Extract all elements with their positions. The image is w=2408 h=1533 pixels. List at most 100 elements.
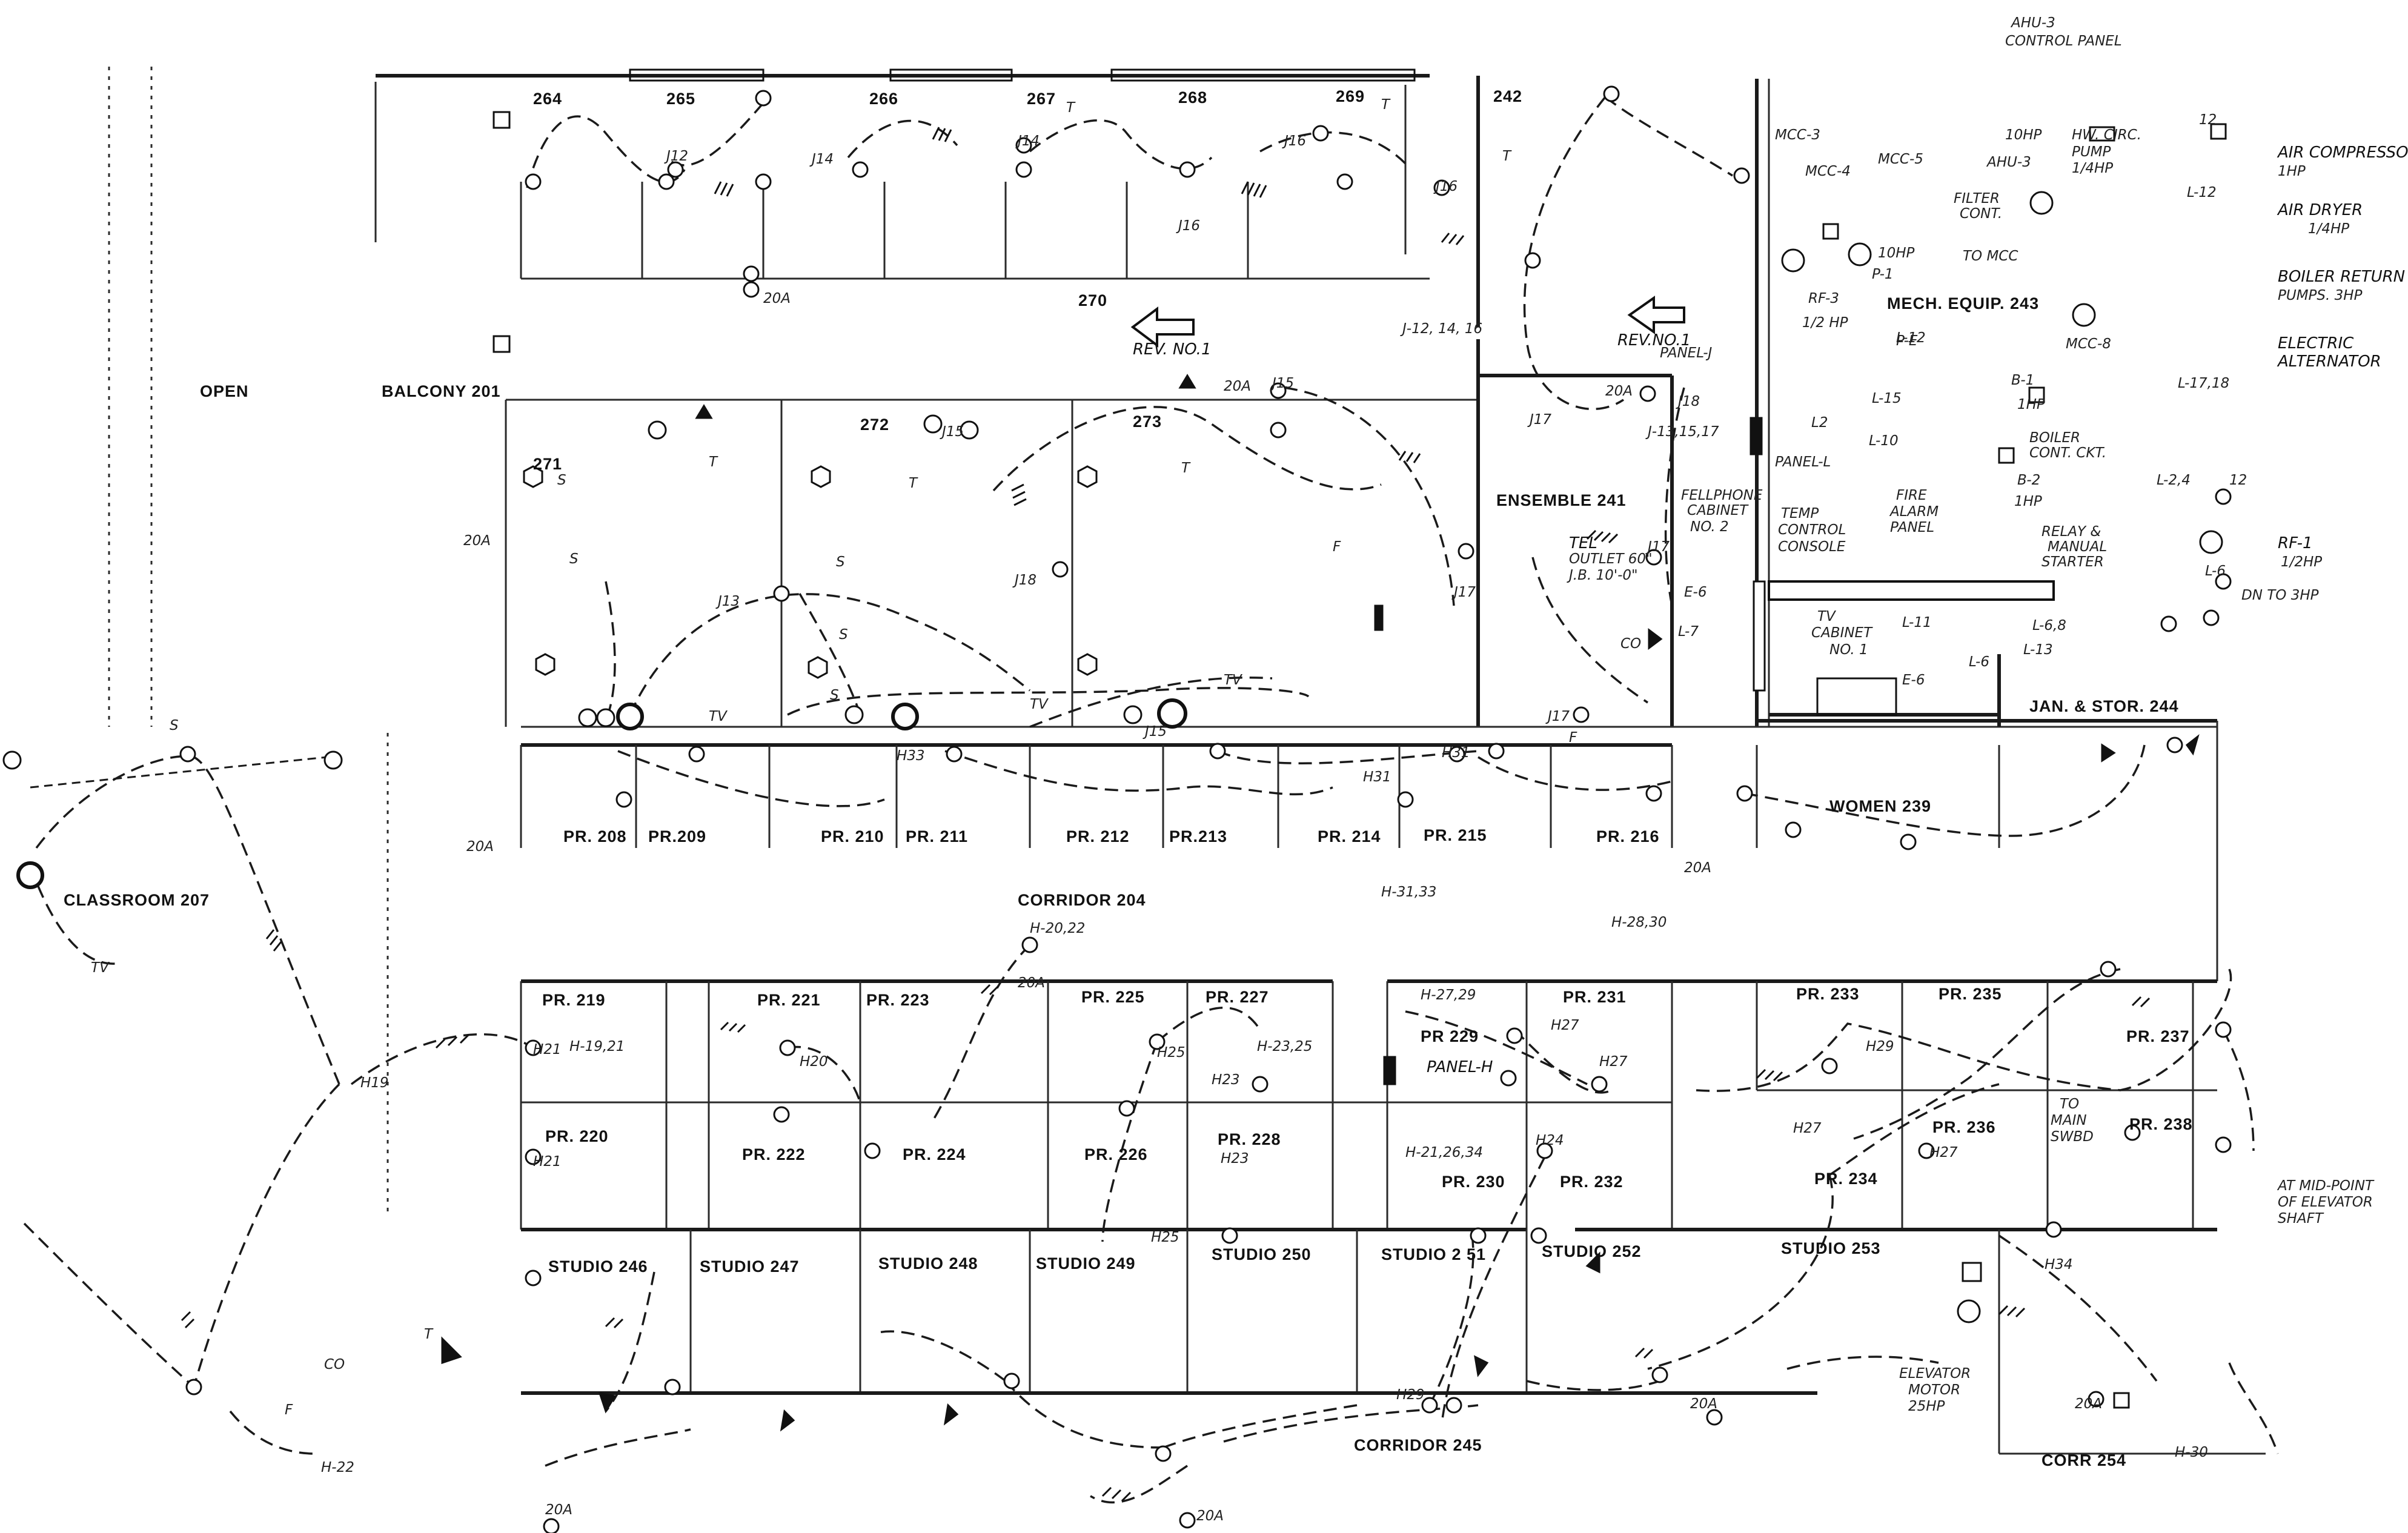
note-fellphone2: CABINET [1687,503,1749,518]
circuit-label: 10HP [1878,245,1915,261]
circuit-label: J12 [664,148,688,164]
circuit-label: H29 [1396,1387,1425,1403]
circuit-label: 1HP [2017,397,2045,412]
note-elevator1: AT MID-POINT [2277,1178,2375,1194]
circuit-label: L-2,4 [2157,472,2191,488]
room-264: 264 [533,90,562,108]
circuit-label: H21 [533,1042,562,1058]
note-rf1: RF-1 [2278,534,2313,552]
circuit-label: L-11 [1902,615,1932,631]
room-studio-253: STUDIO 253 [1781,1239,1881,1257]
circuit-label: S [839,627,848,643]
note-panel-j: PANEL-J [1660,345,1713,361]
circuit-label: B-2 [2017,472,2040,488]
room-corridor-204: CORRIDOR 204 [1018,891,1146,909]
note-relay2: MANUAL [2048,539,2107,555]
circuit-label: J13 [715,594,740,609]
room-open: OPEN [200,382,249,400]
room-pr214: PR. 214 [1318,827,1381,846]
circuit-label: AHU-3 [1986,154,2031,170]
circuit-label: TV [709,709,728,724]
circuit-label: T [909,475,918,491]
room-pr215: PR. 215 [1424,826,1487,844]
room-265: 265 [666,90,695,108]
circuit-label: E-6 [1902,672,1925,688]
devices [2,85,2232,1533]
note-boiler-return-hp: PUMPS. 3HP [2278,288,2363,303]
circuit-label: RF-3 [1808,291,1839,306]
smoke-detector-icon [523,465,1098,679]
room-270: 270 [1078,291,1107,310]
circuit-label: P-1 [1872,267,1894,282]
circuit-label: J17 [1545,709,1570,724]
room-pr236: PR. 236 [1932,1118,1996,1136]
room-pr233: PR. 233 [1796,985,1860,1003]
circuit-label: H31 [1442,745,1470,761]
room-studio-248: STUDIO 248 [878,1254,978,1273]
note-relay1: RELAY & [2041,524,2101,540]
circuit-label: T [1181,460,1191,476]
annotations: AHU-3 CONTROL PANEL AIR COMPRESSOR 1HP A… [321,15,2408,1475]
room-pr226: PR. 226 [1084,1145,1148,1164]
note-hw-hp: 1/4HP [2072,161,2113,176]
circuit-label: 1HP [2014,494,2042,509]
room-studio-249: STUDIO 249 [1036,1254,1136,1273]
circuit-label: TV [91,960,110,976]
room-267: 267 [1027,90,1056,108]
note-panel-l: PANEL-L [1775,454,1831,470]
room-pr210: PR. 210 [821,827,884,846]
circuit-label: H23 [1221,1151,1249,1167]
circuit-label: TO MCC [1963,248,2018,264]
circuit-label: 20A [463,533,491,549]
note-to-main2: MAIN [2051,1113,2087,1128]
note-fire3: PANEL [1890,520,1934,535]
note-elev-motor2: MOTOR [1908,1382,1960,1398]
circuit-label: MCC-5 [1878,151,1923,167]
circuit-label: 20A [466,839,494,855]
circuit-label: 1/2 HP [1802,315,1848,331]
circuit-label: S [830,687,839,703]
circuit-label: H19 [360,1075,389,1091]
circuit-label: E-6 [1684,584,1706,600]
note-h19-21: H-19,21 [569,1039,625,1055]
circuit-label: H29 [1866,1039,1894,1055]
note-tel3: J.B. 10'-0" [1567,568,1638,583]
circuit-label: MCC-8 [2066,336,2111,352]
circuit-label: P-E [1896,333,1918,349]
circuit-label: T [1066,100,1076,116]
note-temp2: CONTROL [1778,522,1846,538]
note-rev1b: REV.NO.1 [1617,331,1691,349]
note-hw-circ: HW. CIRC. [2072,127,2141,143]
room-pr237: PR. 237 [2126,1027,2190,1045]
circuit-label: J17 [1527,412,1551,428]
note-rev1a: REV. NO.1 [1133,340,1212,359]
circuit-label: L-15 [1872,391,1902,406]
note-h31-33: H-31,33 [1381,884,1436,900]
circuit-label: 20A [1690,1396,1717,1412]
circuit-label: 20A [2075,1396,2102,1412]
note-panel-h: PANEL-H [1427,1058,1493,1076]
circuit-label: 20A [1224,379,1251,394]
note-temp3: CONSOLE [1778,539,1846,555]
room-pr234: PR. 234 [1814,1170,1878,1188]
room-266: 266 [869,90,898,108]
circuit-label: 20A [1684,860,1711,876]
duplex-outlet-icon [179,85,2232,1533]
room-studio-246: STUDIO 246 [548,1257,648,1276]
circuit-label: 20A [545,1502,572,1518]
circuit-label: J15 [940,424,964,440]
circuit-label: 12 [2229,472,2247,488]
note-h23-25: H-23,25 [1257,1039,1312,1055]
room-mech-equip: MECH. EQUIP. 243 [1887,294,2039,313]
note-relay3: STARTER [2041,554,2104,570]
note-to-main1: TO [2060,1096,2079,1112]
disconnect-switch-icon [493,111,2227,1409]
circuit-label: L2 [1811,415,1828,431]
circuit-label: L-7 [1678,624,1699,640]
note-elevator2: OF ELEVATOR [2278,1194,2373,1210]
circuit-label: T [709,454,718,470]
room-studio-247: STUDIO 247 [700,1257,800,1276]
circuit-label: L-12 [2187,185,2217,200]
note-tel1: TEL [1569,534,1597,552]
